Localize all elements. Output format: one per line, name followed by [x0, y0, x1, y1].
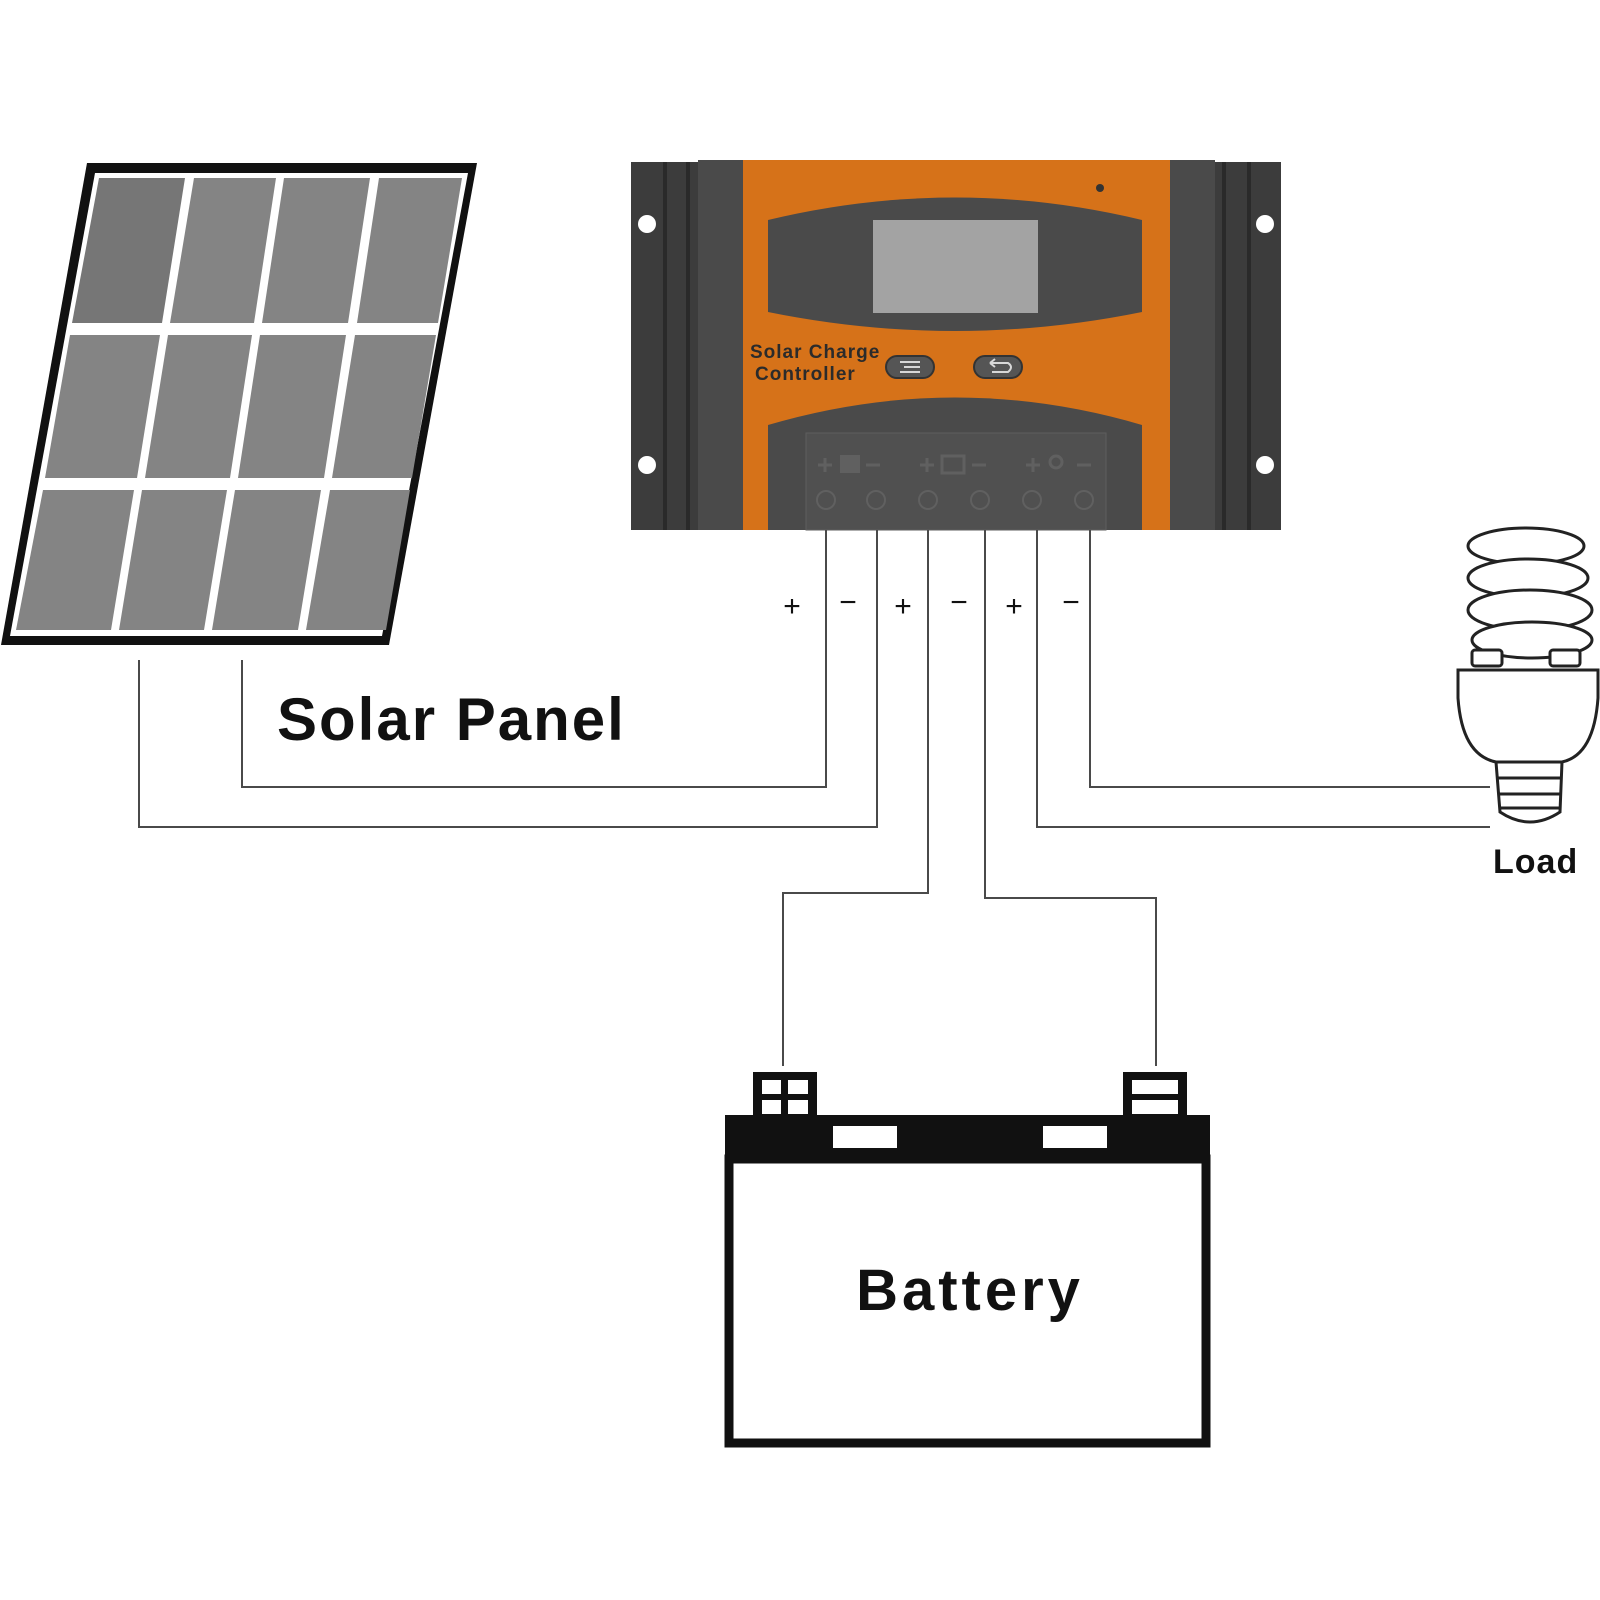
battery-lid: [725, 1115, 1210, 1159]
bulb-tube-end: [1548, 648, 1582, 668]
bulb-tube-end: [1470, 648, 1504, 668]
terminal-screw: [866, 490, 886, 510]
terminal-screw: [816, 490, 836, 510]
battery-vent: [833, 1126, 897, 1148]
mounting-hole: [638, 215, 656, 233]
wire-battery-positive: [782, 530, 929, 1066]
terminal-screw: [1022, 490, 1042, 510]
controller-side-right: [1170, 160, 1215, 530]
wire-solar-positive: [241, 530, 827, 788]
bracket-rib: [663, 162, 667, 530]
battery-terminal-symbols: [920, 454, 986, 475]
solar-cell: [45, 335, 160, 478]
controller-label-line2: Controller: [755, 364, 856, 385]
wire-battery-negative: [984, 530, 1157, 1066]
battery-case: [724, 1154, 1211, 1448]
terminal-sign-battery-minus: −: [950, 586, 968, 619]
solar-cell: [262, 178, 370, 323]
bulb-icon: [1048, 454, 1064, 470]
wire-load-positive: [1036, 530, 1490, 828]
back-button[interactable]: [973, 355, 1023, 379]
terminal-sign-load-plus: +: [1005, 590, 1023, 623]
controller-side-left: [698, 160, 743, 530]
solar-panel: [1, 163, 477, 645]
terminal-screws: [816, 490, 1094, 510]
terminal-screw: [918, 490, 938, 510]
charge-controller: Solar Charge Controller: [631, 160, 1281, 531]
load-terminal-symbols: [1026, 454, 1091, 472]
wires: [138, 530, 1490, 1066]
bracket-rib: [1247, 162, 1251, 530]
bulb-ballast: [1456, 668, 1600, 764]
bracket-rib: [1222, 162, 1226, 530]
lcd-screen: [873, 220, 1038, 313]
back-arrow-icon: [989, 358, 1012, 373]
controller-label-line1: Solar Charge: [750, 342, 880, 363]
terminal-sign-solar-plus: +: [783, 590, 801, 623]
terminal-sign-load-minus: −: [1062, 586, 1080, 619]
wire-solar-negative: [138, 530, 878, 828]
menu-icon: [900, 361, 920, 373]
terminal-screw: [1074, 490, 1094, 510]
solar-cell: [332, 335, 436, 478]
bracket-rib: [686, 162, 690, 530]
battery-vent: [1043, 1126, 1107, 1148]
terminal-sign-battery-plus: +: [894, 590, 912, 623]
solar-cell: [145, 335, 252, 478]
terminal-sign-solar-minus: −: [839, 586, 857, 619]
bulb-base: [1494, 760, 1564, 824]
terminal-block: [805, 432, 1107, 531]
solar-cell: [16, 490, 134, 630]
solar-cell: [357, 178, 462, 323]
load-bulb: [1456, 526, 1600, 824]
solar-cell: [119, 490, 227, 630]
load-label: Load: [1493, 843, 1578, 881]
mounting-hole: [638, 456, 656, 474]
battery-icon: [940, 454, 966, 475]
solar-panel-label: Solar Panel: [277, 686, 626, 753]
solar-cell: [170, 178, 276, 323]
menu-button[interactable]: [885, 355, 935, 379]
solar-cell: [306, 490, 410, 630]
battery: [724, 1072, 1211, 1448]
mounting-hole: [1256, 215, 1274, 233]
battery-label: Battery: [856, 1258, 1084, 1323]
terminal-screw: [970, 490, 990, 510]
solar-cell: [238, 335, 346, 478]
solar-terminal-symbols: [818, 455, 880, 473]
indicator-led: [1096, 184, 1104, 192]
solar-cell: [212, 490, 321, 630]
wire-load-negative: [1089, 530, 1490, 788]
solar-cell: [72, 178, 185, 323]
mounting-hole: [1256, 456, 1274, 474]
solar-panel-icon: [840, 455, 860, 473]
